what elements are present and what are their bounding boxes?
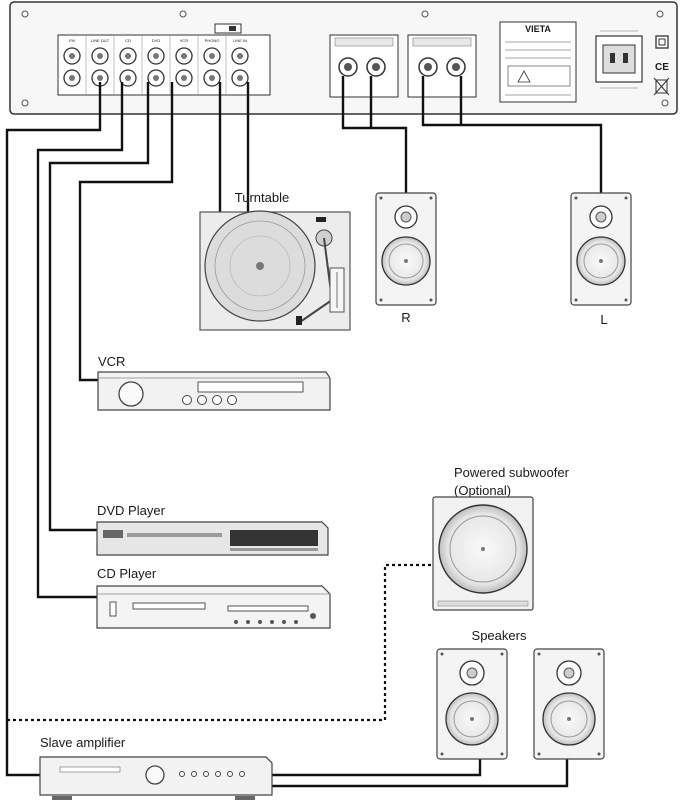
speaker-right: [375, 192, 437, 306]
input-jack-vcr: VCR: [169, 36, 193, 94]
slave-amplifier: [39, 756, 273, 800]
input-jack-label: VCR: [180, 38, 189, 43]
input-jack-phono: PHONO: [197, 36, 221, 94]
speaker-right-label: R: [401, 310, 410, 325]
speaker-left: [570, 192, 632, 306]
cd-label: CD Player: [97, 566, 157, 581]
double-insulation-icon: [655, 35, 669, 49]
cable-slave-amplifier: [5, 82, 102, 777]
input-jack-line-out: LINE OUT: [85, 36, 110, 94]
cables: [5, 76, 603, 788]
speaker-left-label: L: [600, 312, 607, 327]
slave-amp-label: Slave amplifier: [40, 735, 126, 750]
input-jack-block: FM LINE OUT CD DVD VCR PHONO LINE IN: [57, 34, 271, 96]
ce-mark: CE: [655, 62, 669, 73]
cable-cd: [36, 82, 124, 599]
speaker-pair-2: [533, 648, 605, 760]
dvd-label: DVD Player: [97, 503, 166, 518]
cable-slave-speaker-2: [270, 759, 569, 788]
cd-player: [96, 585, 331, 629]
cable-subwoofer: [7, 563, 433, 722]
dvd-player: [96, 521, 329, 556]
input-jack-label: PHONO: [205, 38, 220, 43]
speaker-pair-1: [436, 648, 508, 760]
weee-bin-icon: [653, 77, 670, 96]
speakers-label: Speakers: [472, 628, 527, 643]
input-jack-label: CD: [125, 38, 131, 43]
turntable-label: Turntable: [235, 190, 289, 205]
speaker-terminal-left: [407, 34, 477, 98]
rating-label: VIETA: [499, 21, 577, 103]
input-jack-label: DVD: [152, 38, 161, 43]
speaker-terminal-right: [329, 34, 399, 98]
subwoofer-note: (Optional): [454, 483, 511, 498]
input-jack-label: LINE IN: [233, 38, 247, 43]
input-jack-label: FM: [69, 38, 75, 43]
power-inlet: [595, 30, 643, 89]
vcr-label: VCR: [98, 354, 125, 369]
input-jack-dvd: DVD: [141, 36, 165, 94]
cable-speaker-right: [341, 76, 408, 193]
input-jack-cd: CD: [113, 36, 137, 94]
turntable: [199, 210, 351, 331]
input-jack-fm: FM: [63, 38, 81, 87]
cable-speaker-left: [421, 76, 603, 193]
cable-vcr: [78, 82, 174, 382]
input-jack-line-in: LINE IN: [225, 36, 249, 94]
vcr: [97, 371, 331, 411]
subwoofer-label: Powered subwoofer: [454, 465, 570, 480]
cable-dvd: [48, 82, 150, 532]
cable-slave-speaker-1: [270, 759, 482, 777]
brand-label: VIETA: [525, 24, 551, 34]
subwoofer: [432, 496, 534, 611]
amplifier-rear-panel: FM LINE OUT CD DVD VCR PHONO LINE IN VIETA: [9, 1, 678, 115]
input-jack-label: LINE OUT: [91, 38, 110, 43]
